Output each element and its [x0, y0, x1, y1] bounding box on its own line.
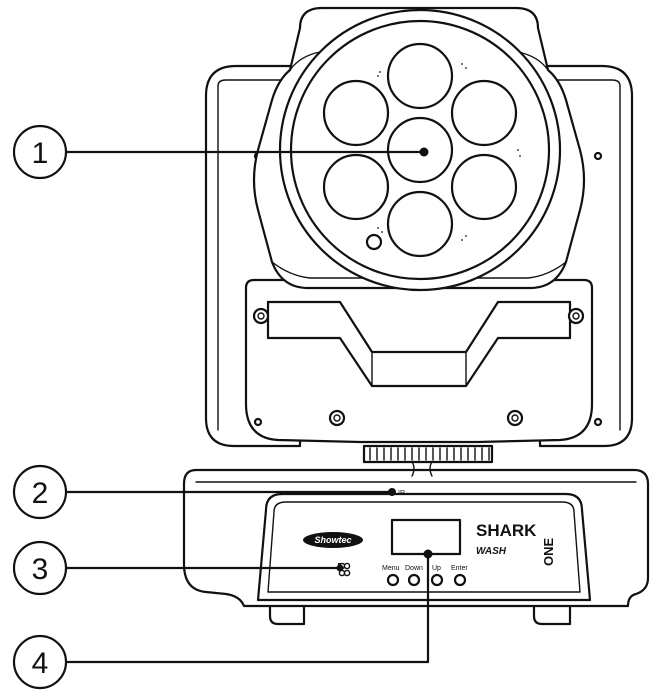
callout-3: 3	[12, 540, 344, 596]
svg-text:1: 1	[32, 137, 49, 170]
logo-text: Showtec	[314, 535, 351, 545]
screw-icon	[593, 417, 603, 427]
menu-label: Menu	[382, 565, 400, 572]
enter-button[interactable]	[453, 573, 467, 587]
callouts: 1 2 3 4	[12, 124, 433, 690]
down-label: Down	[405, 565, 423, 572]
ir-label: IR	[398, 490, 405, 497]
model-line2: WASH	[476, 546, 507, 557]
menu-button[interactable]	[386, 573, 400, 587]
led-lens	[386, 190, 454, 258]
sensor-icon	[365, 233, 383, 251]
callout-2: 2	[12, 464, 396, 520]
screw-icon	[593, 151, 603, 161]
led-lens	[386, 42, 454, 110]
callout-4: 4	[12, 549, 433, 690]
down-button[interactable]	[407, 573, 421, 587]
up-button[interactable]	[430, 573, 444, 587]
enter-label: Enter	[451, 565, 468, 572]
led-lens	[322, 153, 390, 221]
svg-text:2: 2	[32, 477, 49, 510]
screw-icon	[253, 417, 263, 427]
showtec-logo: Showtec	[303, 532, 363, 548]
pan-gear	[362, 444, 494, 464]
callout-1: 1	[12, 124, 429, 180]
model-vertical: ONE	[541, 538, 556, 567]
head	[252, 6, 586, 292]
led-lens	[450, 153, 518, 221]
up-label: Up	[432, 565, 441, 572]
led-lens	[450, 79, 518, 147]
model-line1: SHARK	[476, 521, 537, 540]
base: IR Showtec Menu Down Up Enter SHARK WASH…	[182, 461, 650, 626]
bolt-icon	[506, 409, 524, 427]
led-lens	[322, 79, 390, 147]
bolt-icon	[328, 409, 346, 427]
lcd-display	[390, 518, 462, 556]
svg-text:3: 3	[32, 553, 49, 586]
shark-wash-logo: SHARK WASH ONE	[476, 521, 556, 566]
bolt-icon	[567, 307, 585, 325]
svg-text:4: 4	[32, 647, 49, 680]
bolt-icon	[252, 307, 270, 325]
led-lenses	[322, 42, 518, 258]
